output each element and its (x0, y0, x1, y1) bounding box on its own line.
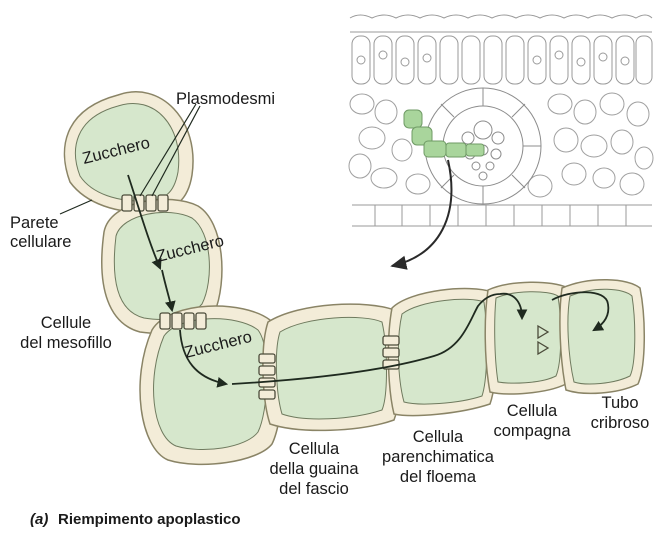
label-plasmodesmi: Plasmodesmi (176, 90, 275, 108)
label-compagna-2: compagna (493, 422, 571, 440)
label-parete-2: cellulare (10, 233, 71, 251)
label-mesofillo-1: Cellule (41, 314, 91, 332)
label-parench-3: del floema (400, 468, 477, 486)
leaf-cross-section-inset (343, 5, 655, 266)
caption-letter: (a) (30, 511, 48, 528)
label-parench-1: Cellula (413, 428, 464, 446)
companion-cell (485, 282, 571, 394)
plasmodesmata-cluster-4 (383, 336, 399, 369)
sieve-tube-cell (560, 280, 644, 394)
label-guaina-3: del fascio (279, 480, 349, 498)
bundle-sheath-cell (263, 304, 400, 430)
caption-text: Riempimento apoplastico (58, 511, 241, 528)
parete-pointer (60, 200, 92, 214)
label-guaina-1: Cellula (289, 440, 340, 458)
label-mesofillo-2: del mesofillo (20, 334, 112, 352)
label-parete-1: Parete (10, 214, 59, 232)
label-guaina-2: della guaina (270, 460, 360, 478)
label-compagna-1: Cellula (507, 402, 558, 420)
figure-caption: (a) Riempimento apoplastico (30, 511, 241, 528)
label-tubo-1: Tubo (602, 394, 639, 412)
label-tubo-2: cribroso (591, 414, 650, 432)
label-parench-2: parenchimatica (382, 448, 495, 466)
